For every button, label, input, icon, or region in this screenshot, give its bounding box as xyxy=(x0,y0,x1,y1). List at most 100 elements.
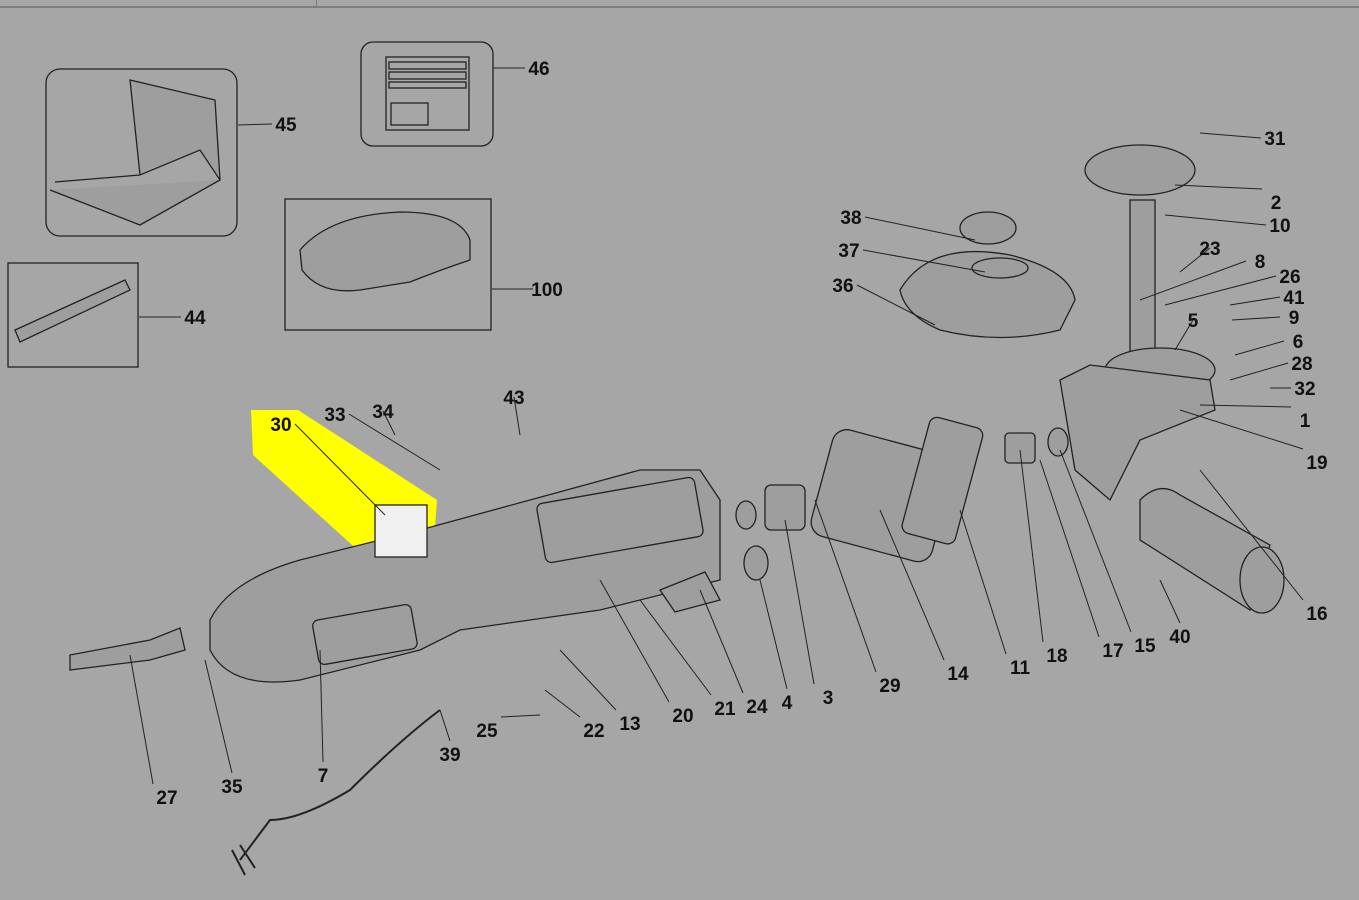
leader-line-21 xyxy=(639,599,712,696)
top-bar xyxy=(0,0,1359,8)
leader-line-20 xyxy=(599,579,670,703)
part-label-27[interactable]: 27 xyxy=(156,788,177,809)
label-bar xyxy=(388,71,467,80)
part-label-37[interactable]: 37 xyxy=(838,241,859,262)
leader-line-29 xyxy=(814,499,877,673)
part-label-13[interactable]: 13 xyxy=(619,714,640,735)
part-label-14[interactable]: 14 xyxy=(947,664,969,685)
part-label-11[interactable]: 11 xyxy=(1010,658,1031,679)
part-label-43[interactable]: 43 xyxy=(503,388,524,409)
leader-line-8 xyxy=(1139,260,1247,301)
gear-housing-icon xyxy=(1059,364,1216,502)
leader-line-18 xyxy=(1019,449,1044,643)
leader-line-23 xyxy=(1179,247,1211,273)
leader-line-2 xyxy=(1174,184,1263,190)
pinion-icon xyxy=(1004,432,1036,464)
leader-line-7 xyxy=(319,649,324,763)
part-label-9[interactable]: 9 xyxy=(1289,308,1300,329)
washer-icon xyxy=(971,257,1029,279)
part-label-21[interactable]: 21 xyxy=(714,699,736,720)
leader-line-3 xyxy=(784,519,815,685)
part-label-40[interactable]: 40 xyxy=(1169,627,1190,648)
part-label-33[interactable]: 33 xyxy=(324,405,345,426)
label-bar xyxy=(390,102,429,126)
part-label-2[interactable]: 2 xyxy=(1271,193,1282,214)
part-label-1[interactable]: 1 xyxy=(1300,411,1311,432)
part-label-4[interactable]: 4 xyxy=(782,693,793,714)
part-label-15[interactable]: 15 xyxy=(1134,636,1156,657)
leader-line-36 xyxy=(856,284,936,326)
part-label-32[interactable]: 32 xyxy=(1294,379,1315,400)
leader-line-34 xyxy=(382,410,396,436)
inset-box-44-spanner xyxy=(7,262,139,368)
part-label-3[interactable]: 3 xyxy=(823,688,834,709)
gear-cover-icon xyxy=(1084,144,1196,196)
top-bar-divider xyxy=(316,0,317,7)
guard-icon xyxy=(299,211,471,292)
flange-icon xyxy=(959,211,1017,245)
part-label-46[interactable]: 46 xyxy=(528,59,549,80)
part-label-25[interactable]: 25 xyxy=(476,721,498,742)
leader-line-13 xyxy=(559,649,617,711)
carry-case-icon xyxy=(49,79,221,226)
part-label-29[interactable]: 29 xyxy=(879,676,900,697)
part-label-34[interactable]: 34 xyxy=(372,402,394,423)
part-label-23[interactable]: 23 xyxy=(1199,239,1220,260)
part-label-31[interactable]: 31 xyxy=(1264,129,1286,150)
handle-end-icon xyxy=(1239,546,1285,614)
part-label-24[interactable]: 24 xyxy=(746,697,768,718)
leader-line-43 xyxy=(513,396,521,436)
part-label-28[interactable]: 28 xyxy=(1291,354,1312,375)
leader-line-28 xyxy=(1229,362,1289,381)
leader-line-16 xyxy=(1199,469,1304,601)
part-label-100[interactable]: 100 xyxy=(531,280,563,301)
label-bar xyxy=(388,61,467,70)
bearing-icon xyxy=(1047,427,1069,457)
spindle-icon xyxy=(1129,199,1156,361)
part-label-36[interactable]: 36 xyxy=(832,276,853,297)
leader-line-5 xyxy=(1174,319,1194,351)
part-label-44[interactable]: 44 xyxy=(184,308,206,329)
part-label-6[interactable]: 6 xyxy=(1293,332,1304,353)
part-label-5[interactable]: 5 xyxy=(1188,311,1199,332)
bearing-icon xyxy=(735,500,757,530)
vent-grille-icon xyxy=(536,476,704,564)
leader-line-1 xyxy=(1199,404,1292,408)
inset-box-100-guard xyxy=(284,198,492,331)
part-label-41[interactable]: 41 xyxy=(1283,288,1305,309)
part-label-17[interactable]: 17 xyxy=(1102,641,1123,662)
leader-line-27 xyxy=(129,654,154,785)
part-label-22[interactable]: 22 xyxy=(583,721,604,742)
leader-line-9 xyxy=(1231,316,1281,321)
leader-line-33 xyxy=(348,413,441,471)
part-label-39[interactable]: 39 xyxy=(439,745,460,766)
part-label-30[interactable]: 30 xyxy=(270,415,291,436)
label-plate-icon xyxy=(385,56,470,131)
part-label-35[interactable]: 35 xyxy=(221,777,243,798)
leader-line-11 xyxy=(959,509,1007,655)
leader-line-14 xyxy=(879,509,945,661)
cable-guard-icon xyxy=(69,627,186,671)
part-label-16[interactable]: 16 xyxy=(1306,604,1327,625)
commutator-icon xyxy=(764,484,806,531)
leader-line-38 xyxy=(864,216,976,241)
part-label-10[interactable]: 10 xyxy=(1269,216,1290,237)
inset-box-46-label xyxy=(360,41,494,147)
part-label-7[interactable]: 7 xyxy=(318,766,329,787)
plug-icon xyxy=(231,844,256,876)
part-label-26[interactable]: 26 xyxy=(1279,267,1300,288)
part-label-18[interactable]: 18 xyxy=(1046,646,1067,667)
fan-icon xyxy=(901,416,984,545)
leader-line-26 xyxy=(1164,275,1277,306)
part-label-20[interactable]: 20 xyxy=(672,706,693,727)
spanner-icon xyxy=(14,279,131,343)
leader-line-45 xyxy=(237,123,273,126)
part-label-38[interactable]: 38 xyxy=(840,208,861,229)
part-label-8[interactable]: 8 xyxy=(1255,252,1266,273)
leader-line-17 xyxy=(1039,459,1100,638)
part-label-45[interactable]: 45 xyxy=(275,115,297,136)
leader-line-4 xyxy=(759,579,788,690)
part-label-19[interactable]: 19 xyxy=(1306,453,1327,474)
leader-line-41 xyxy=(1229,296,1281,306)
inset-box-45-case xyxy=(45,68,238,237)
